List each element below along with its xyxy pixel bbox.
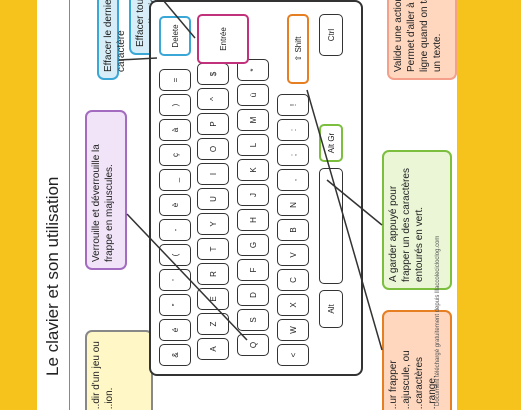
- arrows-layer: [118, 0, 383, 351]
- arrow-delete: [118, 57, 158, 61]
- arrow-altgr: [326, 179, 383, 226]
- arrow-shift: [306, 89, 383, 351]
- arrow-verrouille: [126, 213, 248, 341]
- arrow-entree: [162, 0, 196, 39]
- worksheet: Le clavier et son utilisation Verrouille…: [37, 0, 457, 410]
- credit-line: Document téléchargé gratuitement depuis …: [435, 235, 441, 406]
